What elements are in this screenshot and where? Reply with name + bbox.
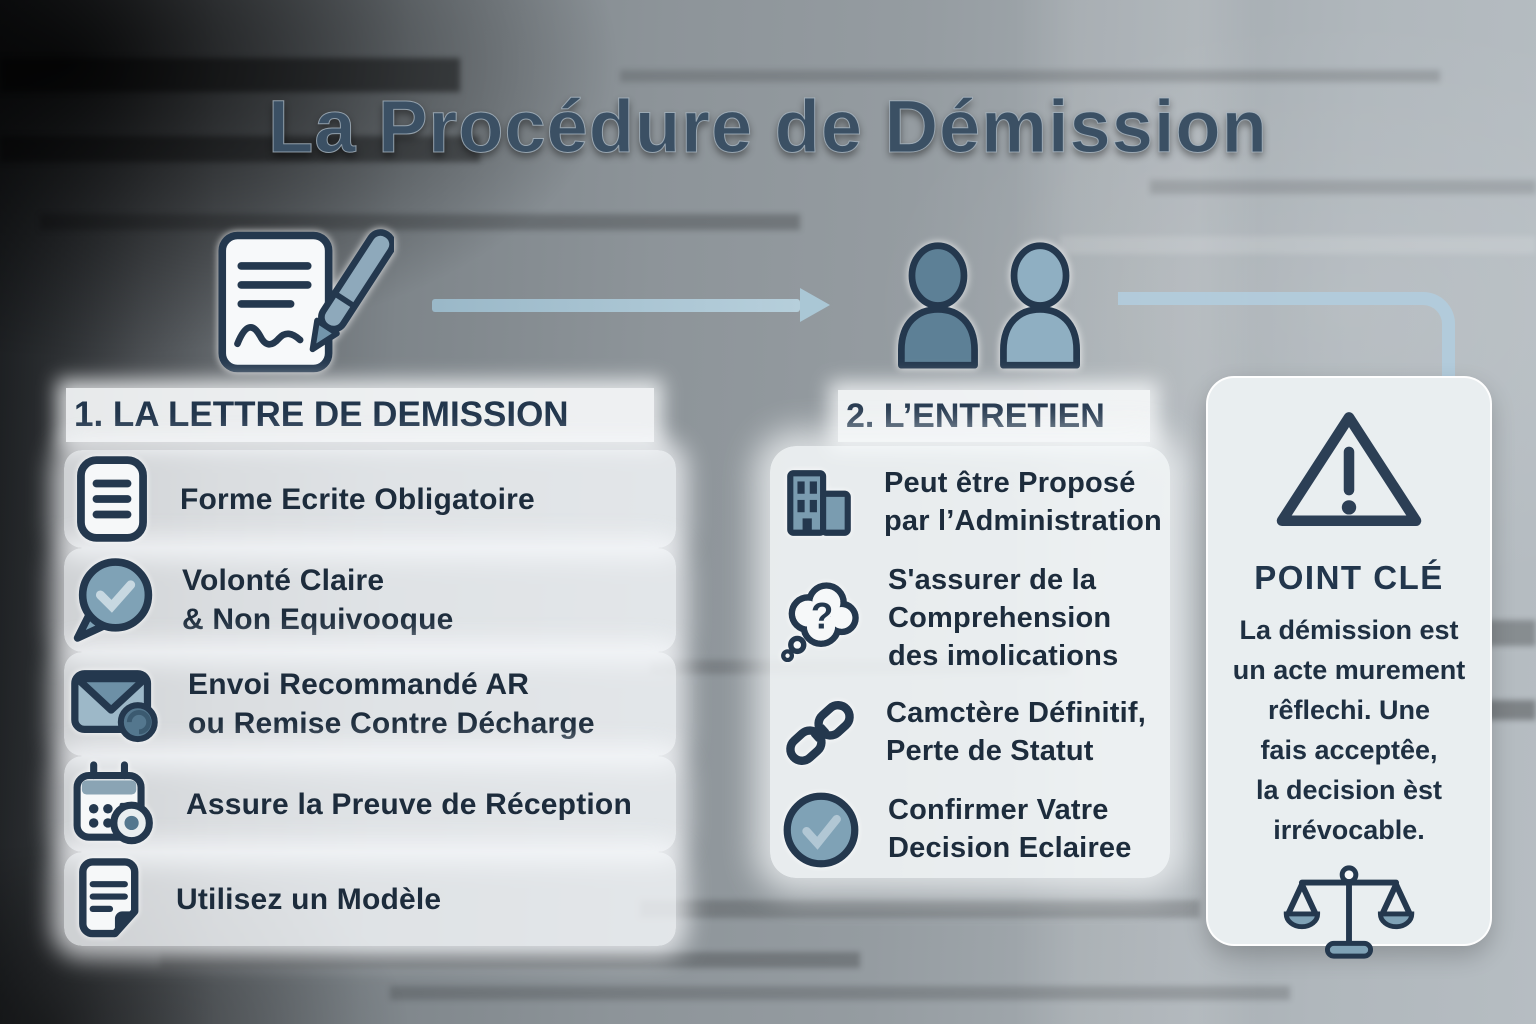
item-line: Confirmer Vatre xyxy=(888,794,1109,827)
building-icon xyxy=(780,466,858,540)
list-item: Envoi Recommandé AR ou Remise Contre Déc… xyxy=(64,652,676,756)
section-heading-interview-label: 2. L’ENTRETIEN xyxy=(846,396,1105,435)
list-item: Forme Ecrite Obligatoire xyxy=(64,450,676,548)
item-line: Perte de Statut xyxy=(886,735,1094,767)
key-point-line: la decision èst xyxy=(1255,774,1443,805)
item-line: S'assurer de la xyxy=(888,564,1097,597)
chain-link-icon xyxy=(780,693,860,773)
list-item: Peut être Proposé par l’Administration xyxy=(780,452,1168,554)
item-text: Forme Ecrite Obligatoire xyxy=(180,480,535,519)
key-point-heading: POINT CLÉ xyxy=(1254,559,1444,596)
calendar-stamp-icon xyxy=(70,761,160,847)
warning-triangle-icon xyxy=(1270,404,1428,543)
item-text: Volonté Claire & Non Equivooque xyxy=(182,561,454,639)
thought-bubble-question-icon: ? xyxy=(780,576,862,662)
list-item: Camctère Définitif, Perte de Statut xyxy=(780,684,1168,782)
list-item: Utilisez un Modèle xyxy=(64,852,676,946)
item-text: S'assurer de la Comprehension des imolic… xyxy=(888,562,1118,675)
arrow-head xyxy=(800,288,830,322)
two-persons-icon xyxy=(886,240,1092,370)
arrow-right-icon xyxy=(432,288,830,322)
key-point-line: rêflechi. Une xyxy=(1267,694,1431,725)
list-item: Confirmer Vatre Decision Eclairee xyxy=(780,782,1168,878)
signed-letter-icon xyxy=(212,226,396,378)
item-line: Peut être Proposé xyxy=(884,467,1136,500)
item-line: Envoi Recommandé AR xyxy=(188,668,530,701)
item-text: Utilisez un Modèle xyxy=(176,880,441,919)
section-heading-letter-label: 1. LA LETTRE DE DEMISSION xyxy=(74,395,569,434)
background-streak xyxy=(160,952,860,968)
item-text: Assure la Preuve de Réception xyxy=(186,785,632,824)
item-line: par l’Administration xyxy=(884,505,1162,537)
item-line: ou Remise Contre Décharge xyxy=(188,707,595,740)
item-line: Decision Eclairee xyxy=(888,832,1132,864)
document-lines-icon xyxy=(70,455,154,543)
arrow-shaft xyxy=(432,299,800,312)
background-streak xyxy=(1150,180,1536,194)
item-line: des imolications xyxy=(888,639,1119,672)
item-line: & Non Equivooque xyxy=(182,603,454,636)
key-point-body: La démission est un acte murement rêflec… xyxy=(1233,611,1466,851)
page-title: La Procédure de Démission xyxy=(268,85,1268,169)
letter-item-list: Forme Ecrite Obligatoire Volonté Claire … xyxy=(64,450,676,946)
key-point-line: irrévocable. xyxy=(1273,814,1425,845)
item-line: Utilisez un Modèle xyxy=(176,882,442,916)
item-line: Camctère Définitif, xyxy=(886,697,1147,730)
key-point-line: fais acceptêe, xyxy=(1260,734,1438,765)
background-streak xyxy=(390,986,1290,1000)
list-item: ? S'assurer de la Comprehension des imol… xyxy=(780,554,1168,684)
svg-text:?: ? xyxy=(811,596,833,637)
interview-item-list: Peut être Proposé par l’Administration ? xyxy=(780,452,1168,878)
item-text: Envoi Recommandé AR ou Remise Contre Déc… xyxy=(188,665,595,743)
item-text: Camctère Définitif, Perte de Statut xyxy=(886,695,1146,770)
item-line: Forme Ecrite Obligatoire xyxy=(180,482,535,516)
item-line: Comprehension xyxy=(888,602,1112,635)
key-point-line: un acte murement xyxy=(1232,654,1466,685)
envelope-seal-icon xyxy=(70,664,162,744)
section-heading-interview: 2. L’ENTRETIEN xyxy=(838,390,1150,442)
list-item: Assure la Preuve de Réception xyxy=(64,756,676,852)
list-item: Volonté Claire & Non Equivooque xyxy=(64,548,676,652)
background-streak xyxy=(620,70,1440,82)
background-streak xyxy=(40,214,800,230)
speech-bubble-check-icon xyxy=(70,557,156,643)
section-heading-letter: 1. LA LETTRE DE DEMISSION xyxy=(66,388,654,442)
circle-check-icon xyxy=(780,789,862,871)
item-text: Confirmer Vatre Decision Eclairee xyxy=(888,792,1132,867)
scales-icon xyxy=(1282,861,1416,968)
background-streak xyxy=(1060,236,1536,254)
key-point-line: La démission est xyxy=(1239,615,1459,645)
key-point-card: POINT CLÉ La démission est un acte murem… xyxy=(1206,376,1492,959)
document-corner-icon xyxy=(70,857,150,941)
item-line: Assure la Preuve de Réception xyxy=(186,787,632,821)
item-text: Peut être Proposé par l’Administration xyxy=(884,465,1162,540)
background-streak xyxy=(640,900,1200,918)
item-line: Volonté Claire xyxy=(182,564,385,597)
